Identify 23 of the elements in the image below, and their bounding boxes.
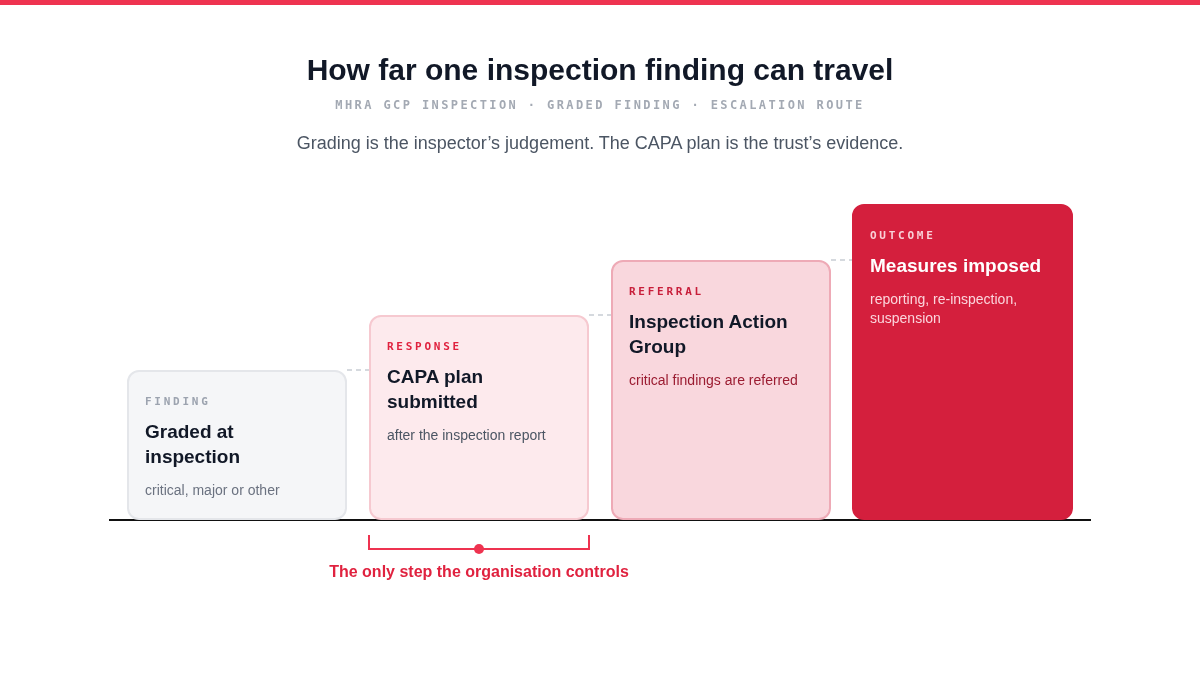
step-kicker: RESPONSE	[387, 339, 463, 355]
step-title: Measures imposed	[870, 253, 1043, 278]
step-card	[127, 370, 347, 520]
step-card	[369, 315, 589, 520]
step-title: Inspection Action Group	[629, 309, 789, 359]
dashed-connector	[830, 259, 853, 261]
dashed-connector	[346, 369, 370, 371]
step-kicker: FINDING	[145, 394, 212, 410]
step-kicker: OUTCOME	[870, 228, 937, 244]
title: How far one inspection finding can travel	[305, 52, 895, 88]
step-card	[852, 204, 1073, 520]
subtitle: MHRA GCP INSPECTION · GRADED FINDING · ESCALATION ROUTE	[335, 97, 865, 114]
step-title: Graded at inspection	[145, 419, 241, 469]
summary-sentence: Grading is the inspector’s judgement. The CAPA plan is the trust’s evidence.	[296, 132, 904, 155]
step-description: after the inspection report	[387, 425, 547, 445]
step-title: CAPA plan submitted	[387, 364, 485, 414]
bracket-caption: The only step the organisation controls	[329, 562, 629, 582]
step-card	[611, 260, 831, 520]
step-description: critical, major or other	[145, 480, 281, 500]
step-description: reporting, re-inspection, suspension	[870, 289, 1019, 328]
dashed-connector	[588, 314, 612, 316]
step-kicker: REFERRAL	[629, 284, 705, 300]
step-description: critical findings are referred	[629, 370, 799, 390]
